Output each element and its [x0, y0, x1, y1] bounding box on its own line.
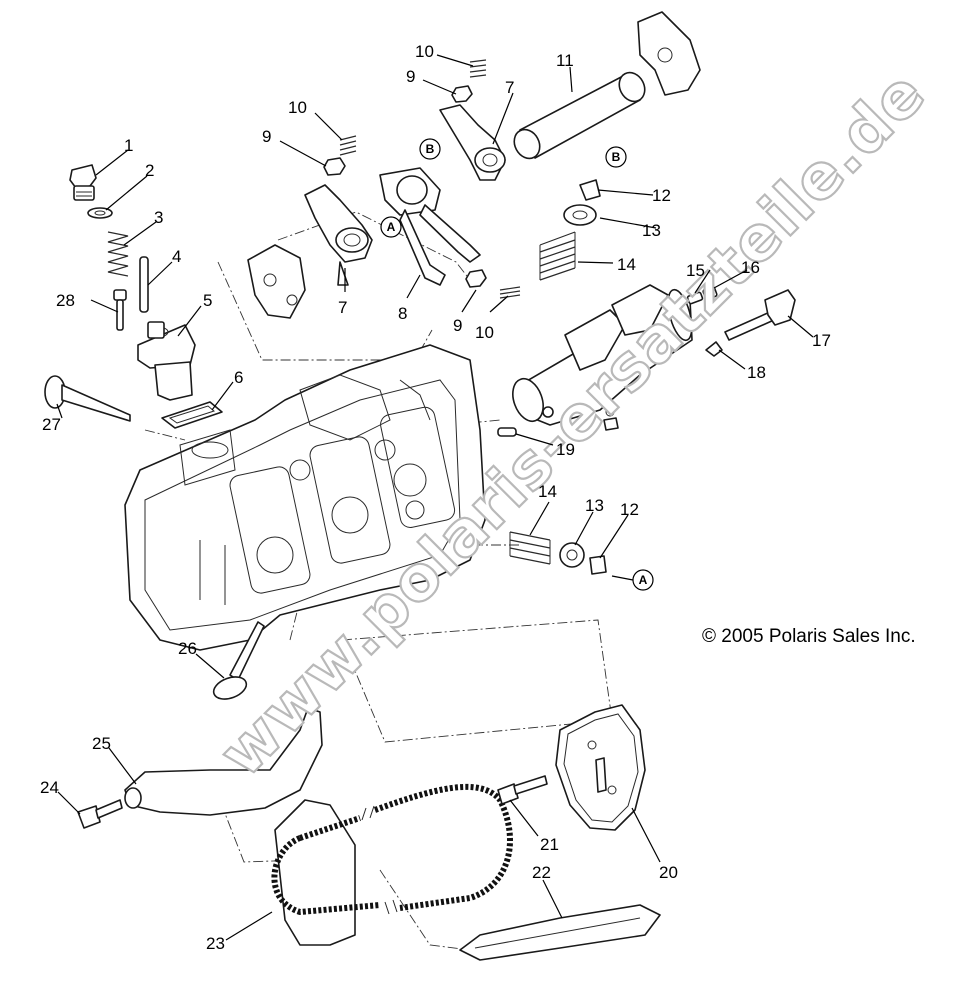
- chain-break-marks: [361, 805, 398, 915]
- callout-24: 24: [40, 778, 59, 797]
- valve-keeper-12: [579, 179, 607, 575]
- callout-10b: 10: [415, 42, 434, 61]
- bolt-24: [77, 799, 123, 829]
- clip-18: [705, 341, 723, 357]
- callout-16: 16: [741, 258, 760, 277]
- callout-19: 19: [556, 440, 575, 459]
- svg-text:A: A: [639, 573, 648, 587]
- callout-14a: 14: [617, 255, 636, 274]
- callout-26: 26: [178, 639, 197, 658]
- callout-9a: 9: [262, 127, 271, 146]
- callout-13b: 13: [585, 496, 604, 515]
- callout-27: 27: [42, 415, 61, 434]
- chain-guide-25: [124, 707, 323, 816]
- cylinder-head: [124, 344, 486, 651]
- callout-17: 17: [812, 331, 831, 350]
- tensioner-5: [137, 321, 196, 401]
- svg-text:B: B: [612, 150, 621, 164]
- bolt-1: [69, 164, 97, 201]
- rocker-assembly-8: [379, 167, 481, 286]
- plunger-4: [139, 256, 149, 313]
- callout-9b: 9: [406, 67, 415, 86]
- callout-9c: 9: [453, 316, 462, 335]
- gasket-6: [161, 401, 223, 429]
- callout-21: 21: [540, 835, 559, 854]
- rocker-shaft-11: [513, 71, 646, 160]
- callout-22: 22: [532, 863, 551, 882]
- valve-27: [44, 375, 131, 422]
- rocker-arm-7: [304, 104, 506, 286]
- callout-12a: 12: [652, 186, 671, 205]
- callout-11: 11: [556, 51, 574, 70]
- cam-sprocket-20: [555, 704, 646, 831]
- callout-10c: 10: [475, 323, 494, 342]
- chain-guide-22: [459, 904, 661, 961]
- callout-25: 25: [92, 734, 111, 753]
- adjust-screw-10: [339, 59, 521, 299]
- pin-15-16: [686, 286, 718, 305]
- callout-5: 5: [203, 291, 212, 310]
- svg-text:A: A: [387, 220, 396, 234]
- callout-12b: 12: [620, 500, 639, 519]
- callout-20: 20: [659, 863, 678, 882]
- decompression-shaft-17: [724, 289, 796, 341]
- nut-9: [323, 85, 487, 288]
- callout-14b: 14: [538, 482, 557, 501]
- spring-3: [107, 231, 129, 277]
- bolt-21: [497, 775, 548, 805]
- callout-1: 1: [124, 136, 133, 155]
- bolt-28: [113, 289, 127, 331]
- callout-7b: 7: [505, 78, 514, 97]
- valve-26: [212, 621, 265, 700]
- callout-7a: 7: [338, 298, 347, 317]
- crank-sprocket: [274, 799, 356, 946]
- reference-marker-a: A A: [380, 216, 654, 591]
- dowel-19: [497, 427, 517, 437]
- callout-18: 18: [747, 363, 766, 382]
- callout-10a: 10: [288, 98, 307, 117]
- valve-spring-14: [509, 231, 576, 565]
- callout-6: 6: [234, 368, 243, 387]
- washer-2: [87, 207, 113, 219]
- callout-3: 3: [154, 208, 163, 227]
- callout-13a: 13: [642, 221, 661, 240]
- callout-4: 4: [172, 247, 181, 266]
- callout-8: 8: [398, 304, 407, 323]
- spring-retainer-13: [559, 204, 597, 568]
- svg-text:B: B: [426, 142, 435, 156]
- callout-15: 15: [686, 261, 705, 280]
- leader-lines: [56, 54, 814, 941]
- callout-labels: 1 2 3 4 5 6 7 7 8 9 9 9 10 10 10 11 12 1…: [40, 42, 831, 953]
- callout-23: 23: [206, 934, 225, 953]
- callout-2: 2: [145, 161, 154, 180]
- copyright-notice: © 2005 Polaris Sales Inc.: [702, 626, 916, 647]
- rocker-bracket: [637, 11, 701, 96]
- cam-chain-23: [271, 784, 513, 916]
- camshaft: [512, 284, 693, 431]
- rocker-support: [247, 244, 306, 319]
- callout-28: 28: [56, 291, 75, 310]
- reference-marker-b: B B: [419, 138, 627, 168]
